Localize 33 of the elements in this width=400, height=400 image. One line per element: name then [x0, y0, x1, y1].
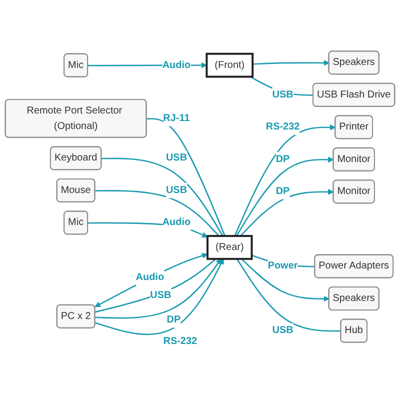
cable-label: Audio [136, 270, 164, 286]
cable-line [240, 188, 334, 236]
cable-line [236, 156, 334, 236]
cable-label: DP [276, 152, 290, 167]
device-box: Monitor [332, 147, 375, 172]
cable-label: DP [276, 184, 290, 200]
device-box: Power Adapters [314, 254, 394, 278]
cable-line [146, 118, 226, 236]
cable-line [252, 60, 330, 66]
cable-line [236, 258, 342, 332]
cable-label: RS-232 [266, 120, 300, 135]
device-box: Mic [64, 53, 88, 78]
cable-line [234, 124, 336, 236]
cable-line [241, 258, 330, 302]
cable-label: DP [166, 312, 181, 328]
device-box: Remote Port Selector (Optional) [4, 99, 147, 138]
cable-label: USB [166, 182, 188, 198]
device-unit-box: (Front) [206, 52, 254, 78]
device-box: Mic [64, 210, 88, 235]
cable-line [94, 258, 224, 336]
device-box: Printer [334, 115, 374, 140]
device-box: Keyboard [50, 146, 102, 170]
cable-line [95, 190, 220, 236]
device-box: Hub [340, 318, 368, 343]
device-box: Speakers [328, 50, 380, 75]
device-box: USB Flash Drive [312, 82, 396, 107]
device-box: PC x 2 [56, 304, 96, 328]
device-box: Mouse [56, 178, 96, 202]
cable-label: Audio [162, 215, 191, 230]
device-box: Monitor [332, 180, 375, 204]
device-box: Speakers [328, 286, 380, 310]
cable-line [101, 158, 224, 236]
device-unit-box: (Rear) [206, 234, 253, 260]
